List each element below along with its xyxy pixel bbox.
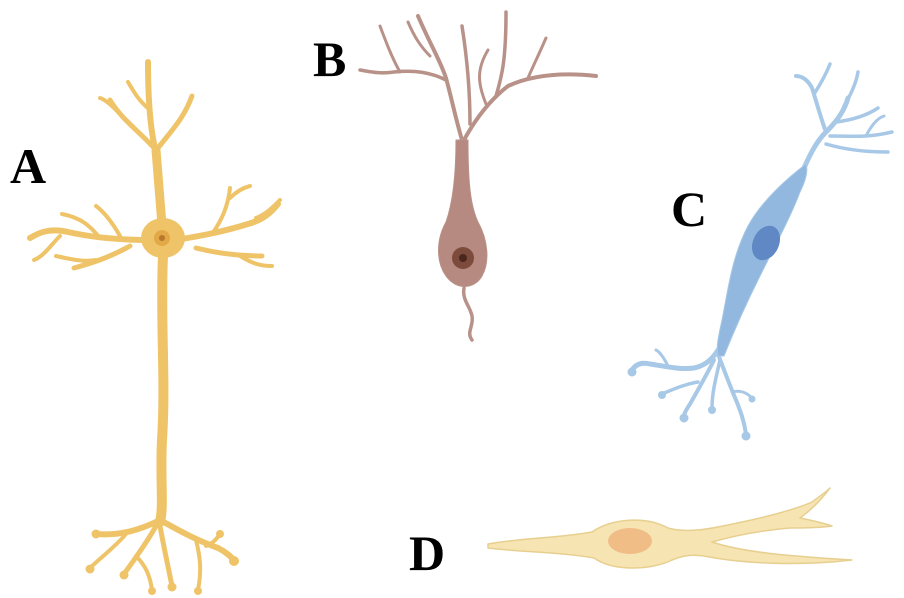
- neuron-a-dendrite: [230, 186, 250, 198]
- label-b: B: [313, 34, 346, 84]
- neuron-d-body: [488, 488, 852, 568]
- neuron-a-dendrite: [196, 248, 262, 256]
- neuron-a-terminal-bulb: [120, 571, 129, 580]
- neuron-a-terminal-bulb: [194, 587, 202, 595]
- neuron-d: [488, 488, 852, 568]
- neuron-a-dendrite: [56, 256, 96, 261]
- neuron-a-dendrite: [158, 96, 192, 148]
- label-d: D: [409, 528, 445, 578]
- neuron-a-axon: [160, 256, 163, 522]
- neuron-a-axon-terminal: [196, 540, 200, 590]
- neuron-d-nucleus: [608, 528, 652, 554]
- neuron-c-dendrite: [814, 64, 830, 94]
- neuron-c-dendrite: [844, 72, 858, 106]
- label-a: A: [10, 141, 46, 191]
- neuron-a-terminal-bulb: [86, 565, 95, 574]
- neuron-b-nucleolus: [459, 254, 467, 262]
- neuron-a-axon-terminal: [90, 534, 126, 568]
- neuron-b-dendrite: [480, 50, 489, 104]
- neuron-c-terminal-bulb: [708, 406, 716, 414]
- neuron-b-dendrite: [496, 12, 506, 96]
- label-c: C: [671, 184, 707, 234]
- neuron-a-nucleolus: [159, 235, 165, 241]
- neuron-b-dendrite: [528, 38, 546, 78]
- neuron-a-apical-dendrite: [156, 150, 162, 225]
- neuron-a-dendrite: [74, 246, 130, 268]
- neuron-a-dendrite: [30, 230, 150, 240]
- neuron-c-terminal-bulb: [628, 368, 637, 377]
- neuron-b-dendrite: [380, 26, 400, 72]
- neuron-c-terminal-bulb: [742, 432, 751, 441]
- neuron-c-dendrite: [712, 360, 720, 408]
- neuron-b-dendrite: [464, 74, 596, 140]
- neuron-a-terminal-bulb: [229, 556, 239, 566]
- neuron-c-dendrite: [662, 382, 698, 394]
- neuron-c-dendrite: [826, 144, 888, 152]
- neuron-a-terminal-bulb: [168, 583, 177, 592]
- neuron-c-dendrite: [830, 132, 892, 136]
- neuron-a-axon-terminal: [136, 556, 152, 590]
- neuron-c-dendrite: [718, 354, 746, 434]
- neuron-b-dendrite: [462, 26, 470, 124]
- neuron-a-dendrite: [96, 206, 120, 236]
- neuron-c-terminal-bulb: [749, 396, 756, 403]
- neuron-a: [30, 62, 280, 595]
- neuron-b-dendrite: [360, 70, 446, 80]
- neuron-b-axon: [464, 288, 473, 340]
- neuron-c-dendrite: [632, 350, 718, 370]
- neuron-a-axon-terminal: [160, 526, 172, 586]
- neuron-a-terminal-bulb: [216, 530, 224, 538]
- neuron-c-terminal-bulb: [680, 414, 689, 423]
- neuron-b: [360, 12, 596, 340]
- neuron-c: [628, 64, 893, 441]
- neuron-c-terminal-bulb: [658, 391, 666, 399]
- neuron-a-terminal-bulb: [148, 587, 156, 595]
- neuron-a-terminal-bulb: [92, 530, 101, 539]
